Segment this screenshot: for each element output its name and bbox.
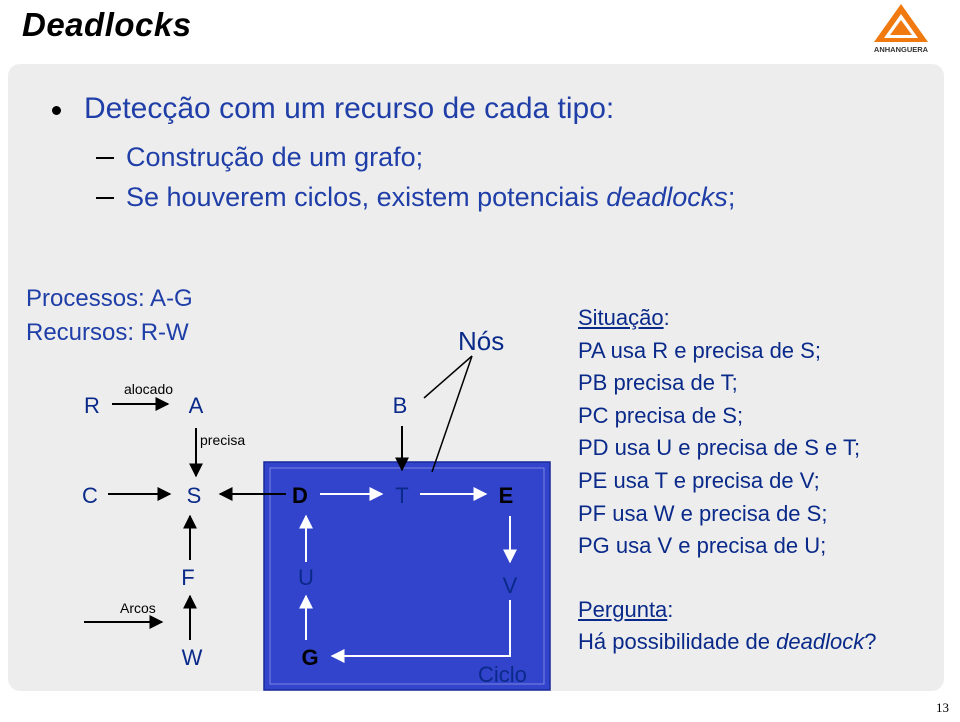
dash-icon	[96, 197, 114, 199]
situation-line: PG usa V e precisa de U;	[578, 533, 827, 559]
node-b: B	[393, 393, 408, 418]
label-alocado: alocado	[124, 381, 173, 397]
sub-bullet-text: Construção de um grafo;	[126, 142, 424, 172]
node-g: G	[301, 645, 318, 670]
logo-text: ANHANGUERA	[874, 45, 929, 54]
dash-icon	[96, 157, 114, 159]
situation-line: PE usa T e precisa de V;	[578, 467, 820, 493]
page-number: 13	[936, 700, 949, 715]
situation-panel: Situação: PA usa R e precisa de S; PB pr…	[578, 302, 860, 563]
slide-title: Deadlocks	[22, 6, 192, 43]
legend-resources: Recursos: R-W	[26, 319, 189, 346]
node-r: R	[84, 393, 100, 418]
situation-line: PF usa W e precisa de S;	[578, 500, 828, 526]
node-c: C	[82, 483, 98, 508]
sub-bullet-text: Se houverem ciclos, existem potenciais d…	[126, 182, 736, 212]
situation-line: PD usa U e precisa de S e T;	[578, 435, 861, 461]
situation-line: PA usa R e precisa de S;	[578, 337, 821, 363]
pointer-nos-b	[423, 355, 473, 399]
question-panel: Pergunta: Há possibilidade de deadlock?	[578, 594, 876, 658]
node-a: A	[189, 393, 204, 418]
question-text: Há possibilidade de deadlock?	[578, 629, 877, 654]
legend-processes: Processos: A-G	[26, 285, 193, 312]
situation-heading: Situação:	[578, 305, 670, 330]
node-u: U	[298, 565, 314, 590]
label-nos: Nós	[458, 326, 504, 356]
cycle-box	[263, 461, 551, 691]
label-ciclo: Ciclo	[478, 662, 527, 687]
question-heading: Pergunta:	[578, 597, 674, 622]
edge-v-g	[330, 600, 511, 663]
bullet-main-text: Detecção com um recurso de cada tipo:	[84, 92, 615, 125]
logo-triangle-icon: ANHANGUERA	[874, 4, 929, 54]
node-v: V	[503, 573, 518, 598]
node-s: S	[187, 483, 202, 508]
anhanguera-logo: ANHANGUERA	[868, 2, 934, 56]
node-f: F	[181, 565, 194, 590]
node-e: E	[499, 483, 514, 508]
label-arcos: Arcos	[120, 600, 156, 616]
label-precisa: precisa	[200, 432, 245, 448]
situation-line: PC precisa de S;	[578, 402, 744, 428]
pointer-nos-t	[431, 355, 473, 473]
node-t: T	[395, 483, 408, 508]
node-w: W	[182, 645, 203, 670]
bullet-dot-icon	[52, 106, 61, 115]
node-d: D	[292, 483, 308, 508]
situation-line: PB precisa de T;	[578, 370, 738, 396]
